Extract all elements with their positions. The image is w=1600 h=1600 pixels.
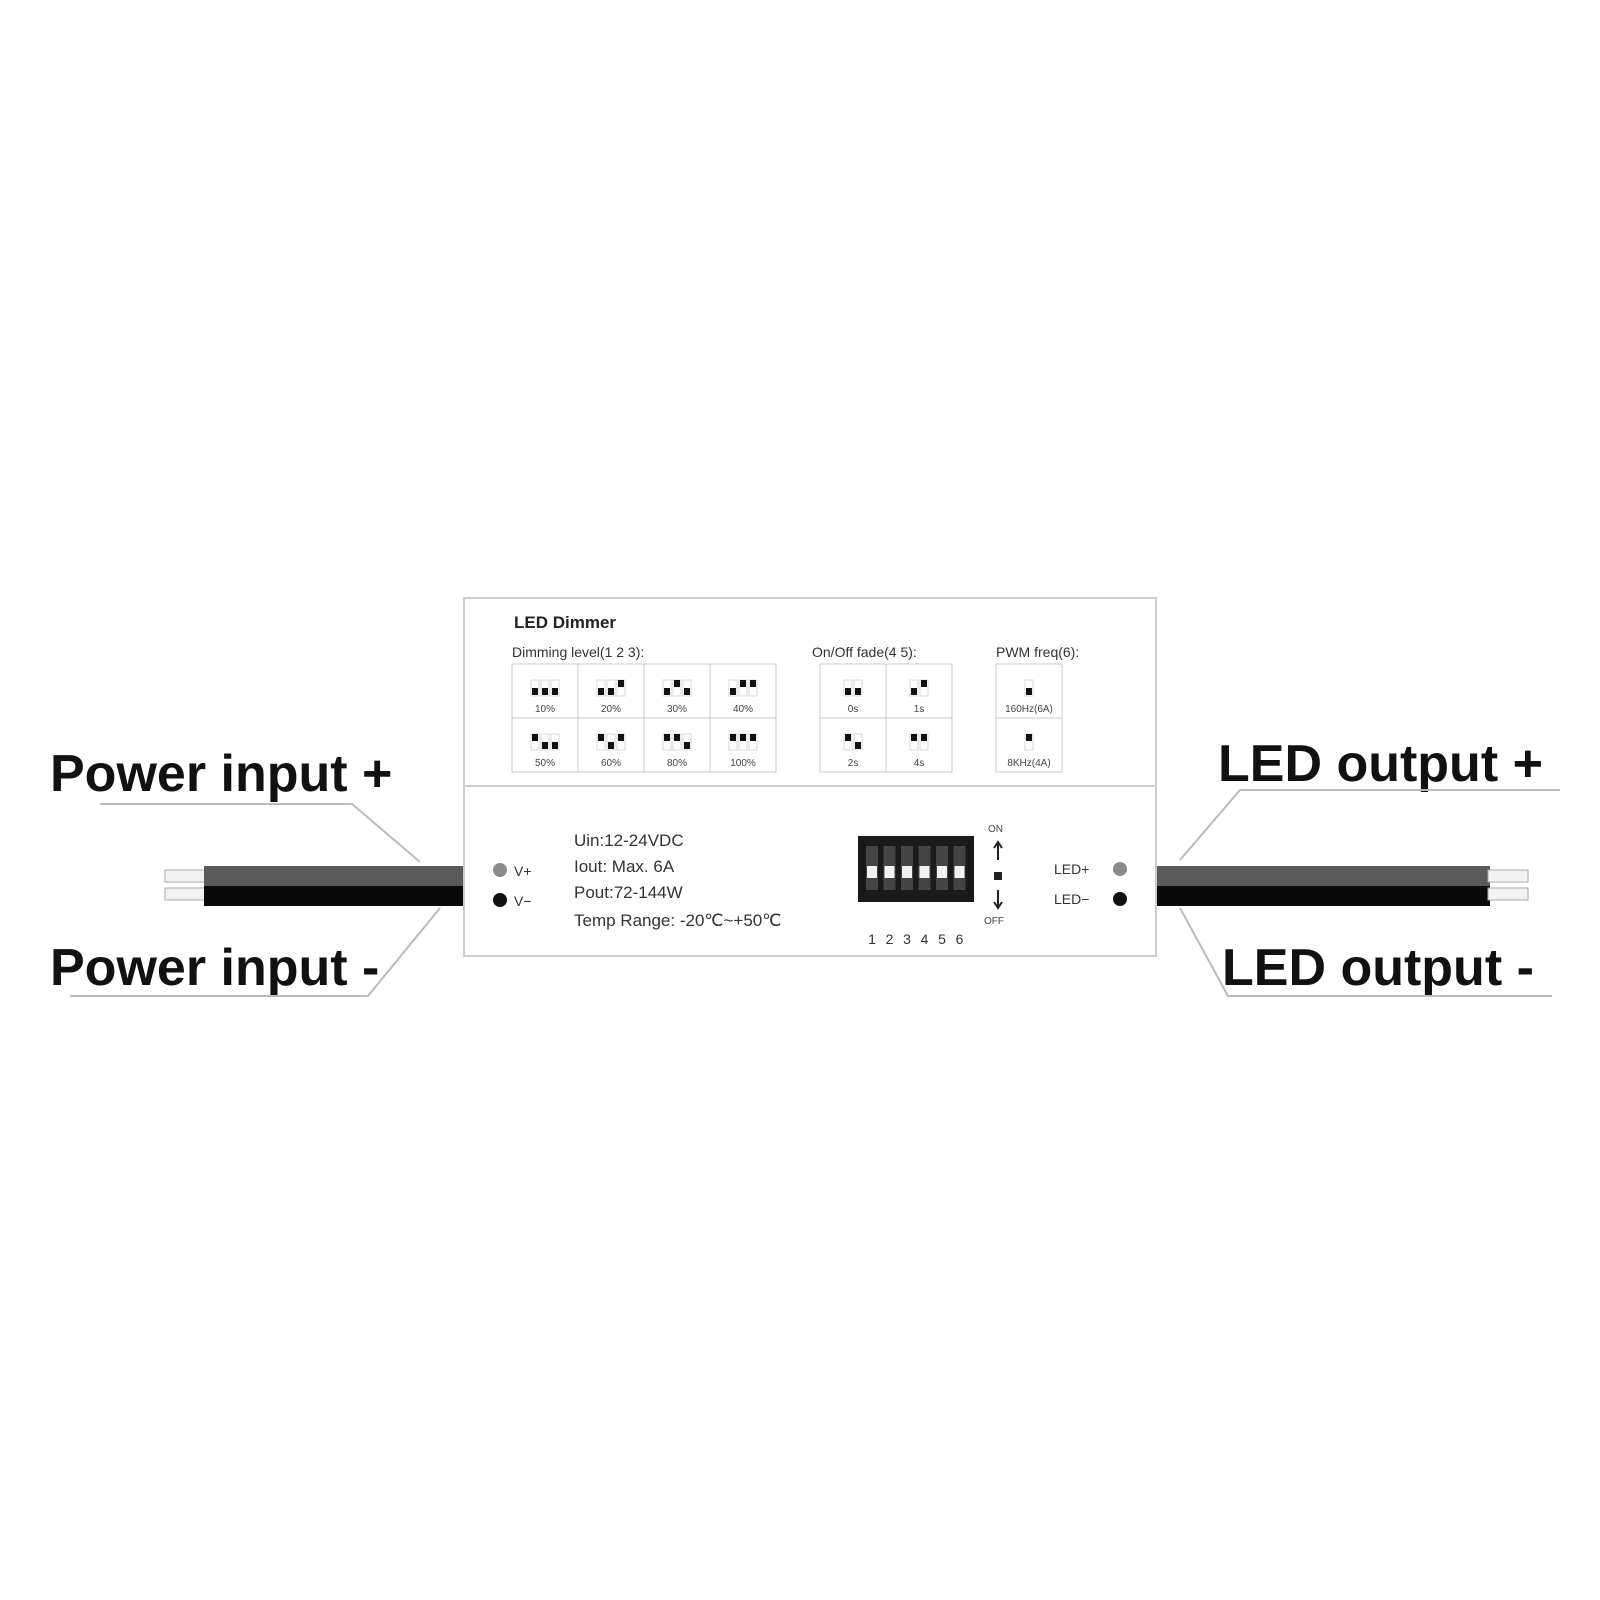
leader-lines [70, 789, 1560, 997]
dimming-level-label: 20% [601, 704, 621, 715]
dimming-pattern-1 [530, 679, 560, 697]
fade-header: On/Off fade(4 5): [812, 644, 917, 660]
dimming-pattern-3 [662, 679, 692, 697]
dip-switch-number: 5 [938, 931, 946, 947]
wire-tip-led-plus [1487, 869, 1529, 883]
pwm-labels: 160Hz(6A) 8KHz(4A) [1005, 704, 1053, 769]
dimming-level-label: 40% [733, 704, 753, 715]
fade-option-label: 2s [848, 758, 859, 769]
dip-switch-number: 4 [921, 931, 929, 947]
led-output-plus-label: LED output + [1218, 735, 1543, 793]
dimming-pattern-2 [596, 679, 626, 697]
spec-uin: Uin:12-24VDC [574, 831, 684, 850]
wire-plus-insulation [204, 866, 464, 886]
switch-indicator-square [994, 872, 1002, 880]
terminal-led-minus-dot [1113, 892, 1127, 906]
dimmer-device: LED Dimmer Dimming level(1 2 3): On/Off … [463, 597, 1157, 957]
leader-led-minus [1179, 907, 1552, 997]
terminal-led-minus-label: LED− [1054, 891, 1089, 907]
dip-lever-knob [937, 866, 947, 878]
pwm-header: PWM freq(6): [996, 644, 1079, 660]
dip-switch-number: 3 [903, 931, 911, 947]
pwm-option-label: 8KHz(4A) [1007, 758, 1050, 769]
wire-tip-led-minus [1487, 887, 1529, 901]
pwm-switch-patterns [1024, 679, 1034, 751]
pwm-option-label: 160Hz(6A) [1005, 704, 1053, 715]
dip-lever-knob [902, 866, 912, 878]
dimming-pattern-8 [728, 733, 758, 751]
wire-minus-insulation [204, 886, 464, 906]
fade-pattern-1 [843, 679, 863, 697]
fade-switch-patterns [843, 679, 929, 751]
dimming-pattern-4 [728, 679, 758, 697]
wire-led-minus-insulation [1156, 886, 1490, 906]
pwm-table [995, 663, 1063, 773]
dimming-pattern-5 [530, 733, 560, 751]
dimming-level-label: 30% [667, 704, 687, 715]
fade-option-label: 1s [914, 704, 925, 715]
fade-pattern-2 [909, 679, 929, 697]
spec-temp: Temp Range: -20℃~+50℃ [574, 911, 781, 930]
leader-power-plus [100, 803, 421, 863]
dimming-table [511, 663, 777, 773]
dip-switch-levers [866, 846, 966, 890]
device-housing [463, 597, 1157, 957]
power-input-plus-label: Power input + [50, 745, 393, 803]
fade-pattern-4 [909, 733, 929, 751]
power-input-cable [164, 866, 464, 906]
pwm-pattern-1 [1024, 679, 1034, 697]
pwm-pattern-2 [1024, 733, 1034, 751]
fade-option-label: 4s [914, 758, 925, 769]
wire-led-plus-insulation [1156, 866, 1490, 886]
power-input-minus-label: Power input - [50, 939, 380, 997]
dimming-level-label: 100% [730, 758, 756, 769]
dimming-switch-patterns [530, 679, 758, 751]
dip-lever-knob [919, 866, 930, 878]
dip-switch-number: 6 [956, 931, 964, 947]
dimming-labels: 10% 20% 30% 40% 50% 60% 80% 100% [535, 704, 756, 769]
terminal-led-plus-label: LED+ [1054, 861, 1089, 877]
fade-option-label: 0s [848, 704, 859, 715]
terminal-v-plus-label: V+ [514, 863, 532, 879]
dip-lever-knob [884, 866, 895, 878]
dip-switch-number: 2 [886, 931, 894, 947]
switch-on-label: ON [988, 824, 1003, 835]
spec-pout: Pout:72-144W [574, 883, 683, 902]
arrow-down-icon [993, 890, 1003, 910]
dimming-level-label: 50% [535, 758, 555, 769]
terminal-led-plus-dot [1113, 862, 1127, 876]
arrow-up-icon [993, 840, 1003, 860]
spec-iout: Iout: Max. 6A [574, 857, 675, 876]
fade-labels: 0s 1s 2s 4s [848, 704, 925, 769]
dip-switch-number: 1 [868, 931, 876, 947]
dimming-header: Dimming level(1 2 3): [512, 644, 644, 660]
switch-off-label: OFF [984, 916, 1004, 927]
wire-tip-minus [164, 887, 206, 901]
device-title: LED Dimmer [514, 613, 616, 632]
dimming-pattern-7 [662, 733, 692, 751]
dimming-pattern-6 [596, 733, 626, 751]
dimming-level-label: 10% [535, 704, 555, 715]
fade-pattern-3 [843, 733, 863, 751]
leader-power-minus [70, 907, 441, 997]
dimming-level-label: 60% [601, 758, 621, 769]
fade-table [819, 663, 953, 773]
dip-lever-knob [867, 866, 877, 878]
dimming-level-label: 80% [667, 758, 687, 769]
dip-lever-knob [954, 866, 965, 878]
terminal-v-minus-dot [493, 893, 507, 907]
led-output-minus-label: LED output - [1222, 939, 1534, 997]
leader-led-plus [1179, 789, 1560, 861]
wire-tip-plus [164, 869, 206, 883]
led-output-cable [1156, 866, 1529, 906]
terminal-v-plus-dot [493, 863, 507, 877]
terminal-v-minus-label: V− [514, 893, 532, 909]
